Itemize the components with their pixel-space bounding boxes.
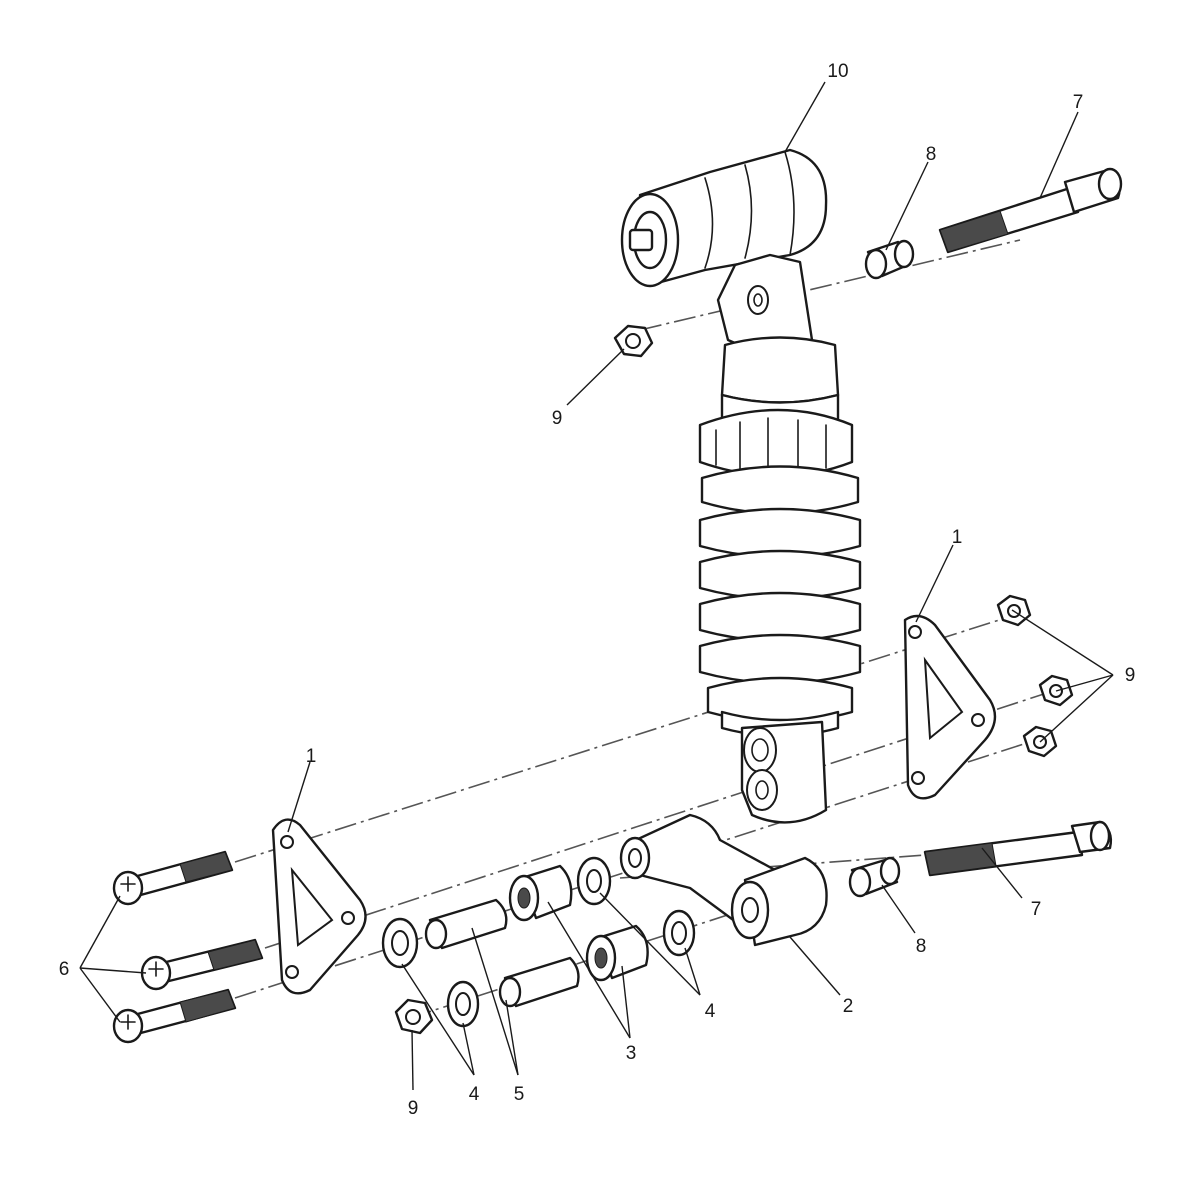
- callout-3: 3: [626, 1043, 637, 1064]
- spacer-bottom: [848, 856, 901, 898]
- sleeves: [424, 898, 580, 1008]
- callout-9-bottom: 9: [408, 1098, 419, 1119]
- callout-9-top: 9: [552, 408, 563, 429]
- bolts-left: [112, 850, 264, 1044]
- bolt-top: [938, 167, 1123, 254]
- callout-7-top: 7: [1073, 92, 1084, 113]
- shock-absorber: [620, 148, 862, 824]
- nut-bottom: [394, 998, 434, 1035]
- callout-5: 5: [514, 1084, 525, 1105]
- callout-7-bottom: 7: [1031, 899, 1042, 920]
- leader-lines: [79, 81, 1114, 1091]
- plate-left: [271, 818, 367, 995]
- callout-9-right: 9: [1125, 665, 1136, 686]
- callout-1-right: 1: [952, 527, 963, 548]
- plate-right: [903, 614, 997, 800]
- callout-8-bottom: 8: [916, 936, 927, 957]
- callout-2: 2: [843, 996, 854, 1017]
- spacer-top: [864, 239, 915, 280]
- nuts-right: [996, 594, 1074, 758]
- callout-6: 6: [59, 959, 70, 980]
- callout-labels: 10 7 8 9 1 9 1 6 7 8 2 4 3 5 4 9: [59, 61, 1136, 1119]
- bolt-bottom: [923, 820, 1113, 877]
- washers: [381, 856, 696, 1028]
- rocker-linkage: [619, 813, 828, 947]
- callout-4-left: 4: [469, 1084, 480, 1105]
- callout-4-right: 4: [705, 1001, 716, 1022]
- spring-coils: [698, 465, 862, 724]
- callout-1-left: 1: [306, 746, 317, 767]
- callout-8-top: 8: [926, 144, 937, 165]
- bushes: [508, 864, 649, 982]
- callout-10: 10: [827, 61, 848, 82]
- nut-top: [613, 324, 654, 358]
